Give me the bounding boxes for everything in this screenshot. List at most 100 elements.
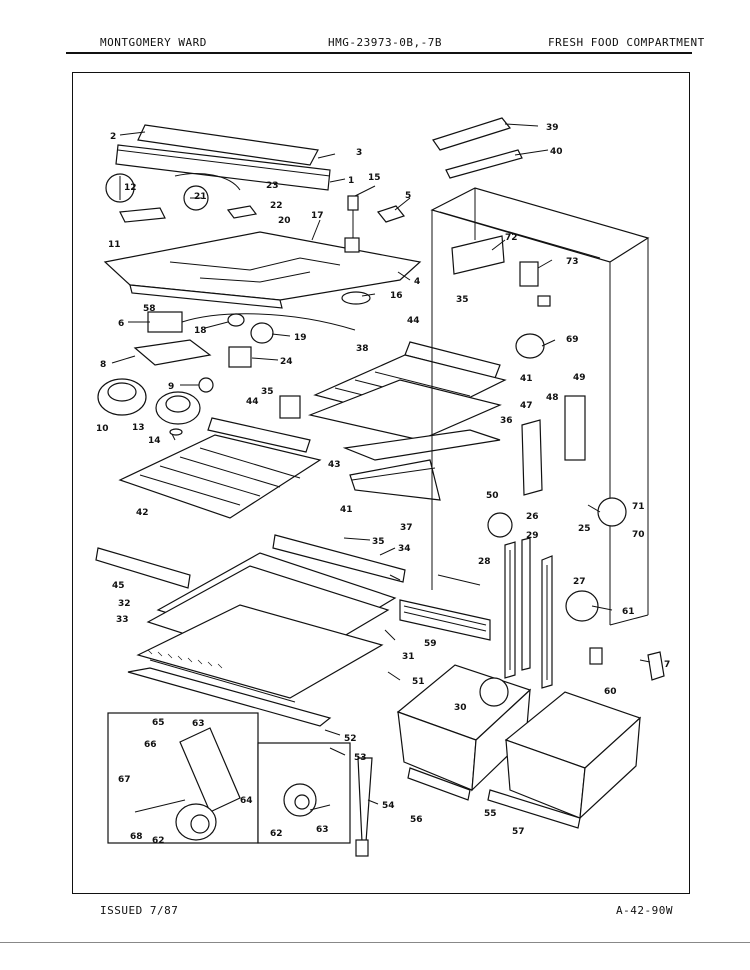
- callout-3: 3: [356, 148, 362, 158]
- callout-41-lower: 41: [340, 505, 353, 515]
- glass-shelves: [95, 534, 406, 727]
- callout-29: 29: [526, 531, 539, 541]
- callout-71: 71: [632, 502, 645, 512]
- callout-61: 61: [622, 607, 635, 617]
- callout-19: 19: [294, 333, 307, 343]
- callout-5: 5: [405, 191, 411, 201]
- callout-59: 59: [424, 639, 437, 649]
- header-model: HMG-23973-0B,-7B: [328, 36, 442, 49]
- callout-58: 58: [143, 304, 156, 314]
- shelf-ladders: [504, 419, 553, 689]
- callout-24: 24: [280, 357, 293, 367]
- callout-47: 47: [520, 401, 533, 411]
- callout-7: 7: [664, 660, 670, 670]
- callout-27: 27: [573, 577, 586, 587]
- callout-55: 55: [484, 809, 497, 819]
- callout-labels: 2 3 1 15 5 39 40 12 21 23 22 20 17 11 4 …: [96, 123, 670, 846]
- callout-51: 51: [412, 677, 425, 687]
- callout-2: 2: [110, 132, 116, 142]
- callout-65: 65: [152, 718, 165, 728]
- header-brand: MONTGOMERY WARD: [100, 36, 207, 49]
- top-strips: [432, 117, 523, 179]
- callout-70: 70: [632, 530, 645, 540]
- callout-64: 64: [240, 796, 253, 806]
- callout-9: 9: [168, 382, 174, 392]
- callout-63: 63: [316, 825, 329, 835]
- callout-21: 21: [194, 192, 207, 202]
- callout-66: 66: [144, 740, 157, 750]
- footer-issued: ISSUED 7/87: [100, 904, 179, 917]
- callout-32: 32: [118, 599, 131, 609]
- callout-13: 13: [132, 423, 145, 433]
- callout-48: 48: [546, 393, 559, 403]
- thermostat-parts: [105, 173, 406, 305]
- wire-shelf-left: [118, 395, 322, 519]
- callout-50: 50: [486, 491, 499, 501]
- callout-14: 14: [148, 436, 161, 446]
- callout-17: 17: [311, 211, 324, 221]
- callout-68: 68: [130, 832, 143, 842]
- callout-12: 12: [124, 183, 137, 193]
- callout-4: 4: [414, 277, 420, 287]
- callout-23: 23: [266, 181, 279, 191]
- callout-8: 8: [100, 360, 106, 370]
- wheel-assembly-inset: [107, 712, 351, 844]
- callout-62-inset: 62: [152, 836, 165, 846]
- callout-20: 20: [278, 216, 291, 226]
- callout-37: 37: [400, 523, 413, 533]
- callout-18: 18: [194, 326, 207, 336]
- callout-22: 22: [270, 201, 283, 211]
- callout-56: 56: [410, 815, 423, 825]
- right-small-parts: [479, 333, 665, 707]
- footer-rule: [0, 942, 750, 943]
- callout-40: 40: [550, 147, 563, 157]
- header-section: FRESH FOOD COMPARTMENT: [548, 36, 705, 49]
- header-rule: [66, 52, 692, 54]
- callout-57: 57: [512, 827, 525, 837]
- callout-73: 73: [566, 257, 579, 267]
- callout-10: 10: [96, 424, 109, 434]
- crisper-drawers: [355, 599, 642, 857]
- callout-15: 15: [368, 173, 381, 183]
- callout-35-upper: 35: [261, 387, 274, 397]
- leader-lines: [111, 123, 651, 805]
- callout-11: 11: [108, 240, 121, 250]
- callout-41-upper: 41: [520, 374, 533, 384]
- callout-1: 1: [348, 176, 354, 186]
- callout-16: 16: [390, 291, 403, 301]
- callout-31: 31: [402, 652, 415, 662]
- callout-35-lower: 35: [372, 537, 385, 547]
- callout-26: 26: [526, 512, 539, 522]
- callout-33: 33: [116, 615, 129, 625]
- control-components: [97, 311, 356, 436]
- callout-35-liner: 35: [456, 295, 469, 305]
- cabinet-liner: [430, 187, 650, 626]
- callout-67: 67: [118, 775, 131, 785]
- callout-43: 43: [328, 460, 341, 470]
- top-cover-assembly: [103, 124, 422, 309]
- callout-25: 25: [578, 524, 591, 534]
- callout-53: 53: [354, 753, 367, 763]
- callout-6: 6: [118, 319, 124, 329]
- callout-54: 54: [382, 801, 395, 811]
- callout-42: 42: [136, 508, 149, 518]
- callout-44-right: 44: [407, 316, 420, 326]
- diagram-frame: [72, 72, 690, 894]
- callout-72: 72: [505, 233, 518, 243]
- callout-45: 45: [112, 581, 125, 591]
- callout-62: 62: [270, 829, 283, 839]
- callout-52: 52: [344, 734, 357, 744]
- callout-69: 69: [566, 335, 579, 345]
- callout-36: 36: [500, 416, 513, 426]
- upper-shelves: [307, 341, 507, 501]
- callout-44-left: 44: [246, 397, 259, 407]
- callout-38: 38: [356, 344, 369, 354]
- callout-39: 39: [546, 123, 559, 133]
- callout-28: 28: [478, 557, 491, 567]
- callout-49: 49: [573, 373, 586, 383]
- callout-30: 30: [454, 703, 467, 713]
- callout-63-inset: 63: [192, 719, 205, 729]
- callout-34: 34: [398, 544, 411, 554]
- callout-60: 60: [604, 687, 617, 697]
